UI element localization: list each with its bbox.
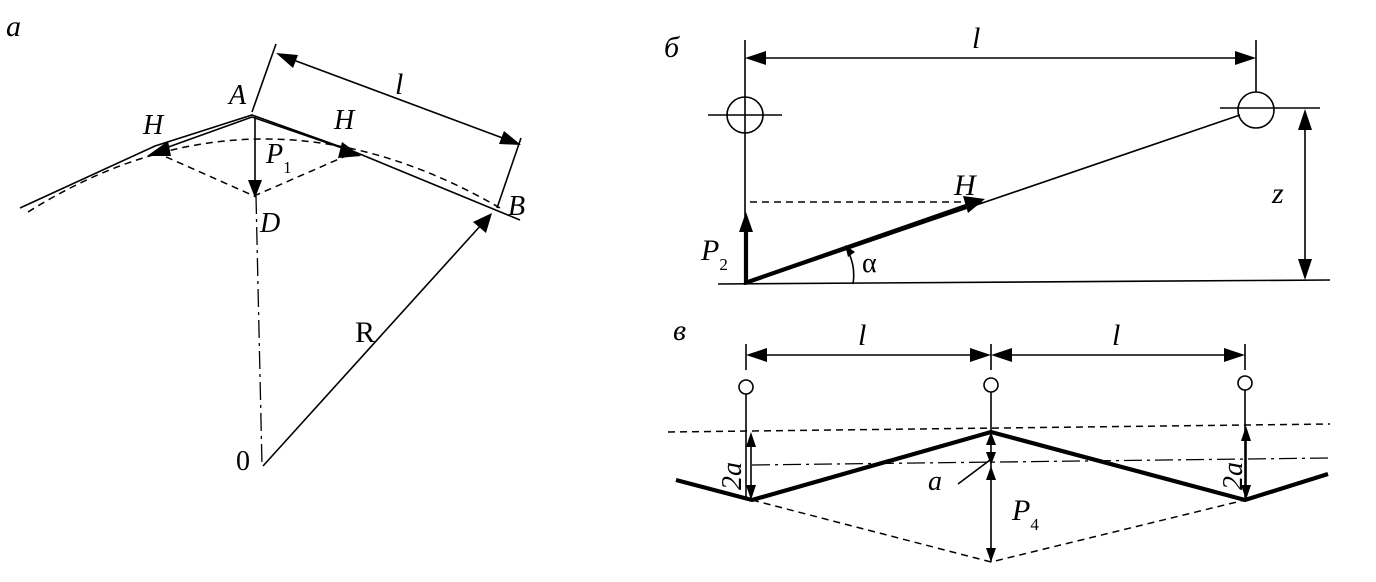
h-arrow-right-head [338, 142, 361, 158]
force-triangle [154, 151, 356, 197]
label-H-right: H [333, 105, 356, 136]
h-vector [744, 204, 967, 285]
baseline [717, 279, 1331, 285]
support-3 [1237, 375, 1253, 391]
dim-l-right-head1 [991, 348, 1012, 362]
upper-dashed-line [667, 423, 1331, 433]
a-leader [957, 459, 991, 485]
label-D: D [259, 208, 280, 239]
dim-l-head-right [1235, 51, 1256, 65]
h-vector-head [963, 196, 985, 213]
dim-z-head-top [1298, 109, 1312, 130]
label-P4: P4 [1011, 494, 1039, 534]
p1-arrow-head [248, 180, 262, 198]
wire-polyline [19, 114, 521, 221]
dim-l-head-right [499, 131, 521, 145]
radius-axis [255, 195, 263, 467]
alpha-arc-head [845, 245, 855, 257]
radius-line [262, 223, 483, 467]
p2-vector-head [739, 212, 753, 232]
dim-2a-right-head-top [1241, 426, 1251, 441]
mid-dashdot-line [751, 457, 1331, 466]
dim-l-line [279, 54, 517, 144]
lower-dashed-v [751, 499, 1246, 563]
p4-head-bottom [986, 548, 996, 562]
panel-b-letter: б [664, 31, 680, 64]
label-2a-left: 2a [717, 462, 748, 490]
h-arrow-left-line [159, 116, 253, 151]
panel-a-letter: а [6, 10, 21, 43]
label-P1: P1 [265, 139, 292, 177]
dim-l-left-head2 [970, 348, 991, 362]
label-H: H [953, 169, 978, 202]
label-origin: 0 [236, 446, 250, 477]
dim-2a-left-head-top [746, 432, 756, 447]
wire-arc [27, 138, 501, 213]
label-H-left: H [142, 110, 165, 141]
a-head-mid [986, 452, 996, 465]
label-a: a [928, 466, 942, 497]
label-R: R [355, 316, 375, 349]
h-arrow-right-line [251, 116, 349, 151]
a-head-top [986, 432, 996, 445]
panel-a: а A B D 0 H H P1 R l [6, 10, 525, 477]
support-1 [738, 379, 754, 395]
dim-l-left-head1 [746, 348, 767, 362]
label-l: l [395, 68, 403, 101]
dim-2a-left-head-bottom [746, 485, 756, 500]
support-2 [983, 377, 999, 393]
radius-arrow-head [473, 213, 492, 233]
label-l-right: l [1112, 319, 1120, 352]
dim-z-head-bottom [1298, 259, 1312, 280]
panel-c: в [667, 314, 1331, 563]
label-l: l [972, 22, 980, 55]
label-l-left: l [858, 319, 866, 352]
label-P2: P2 [700, 234, 728, 274]
label-A: A [227, 80, 247, 111]
label-alpha: α [862, 248, 877, 279]
dim-l-head-left [276, 53, 298, 68]
label-z: z [1271, 177, 1284, 210]
label-B: B [508, 191, 525, 222]
p4-head-top [986, 466, 996, 480]
h-arrow-left-head [147, 141, 171, 156]
label-2a-right: 2a [1218, 462, 1249, 490]
panel-c-letter: в [673, 314, 686, 347]
panel-b: б [664, 22, 1331, 285]
dim-ext-B [496, 137, 522, 209]
dim-2a-right-head-bottom [1241, 485, 1251, 500]
dim-l-head-left [745, 51, 766, 65]
dim-l-right-head2 [1224, 348, 1245, 362]
dim-ext-A [251, 43, 277, 113]
